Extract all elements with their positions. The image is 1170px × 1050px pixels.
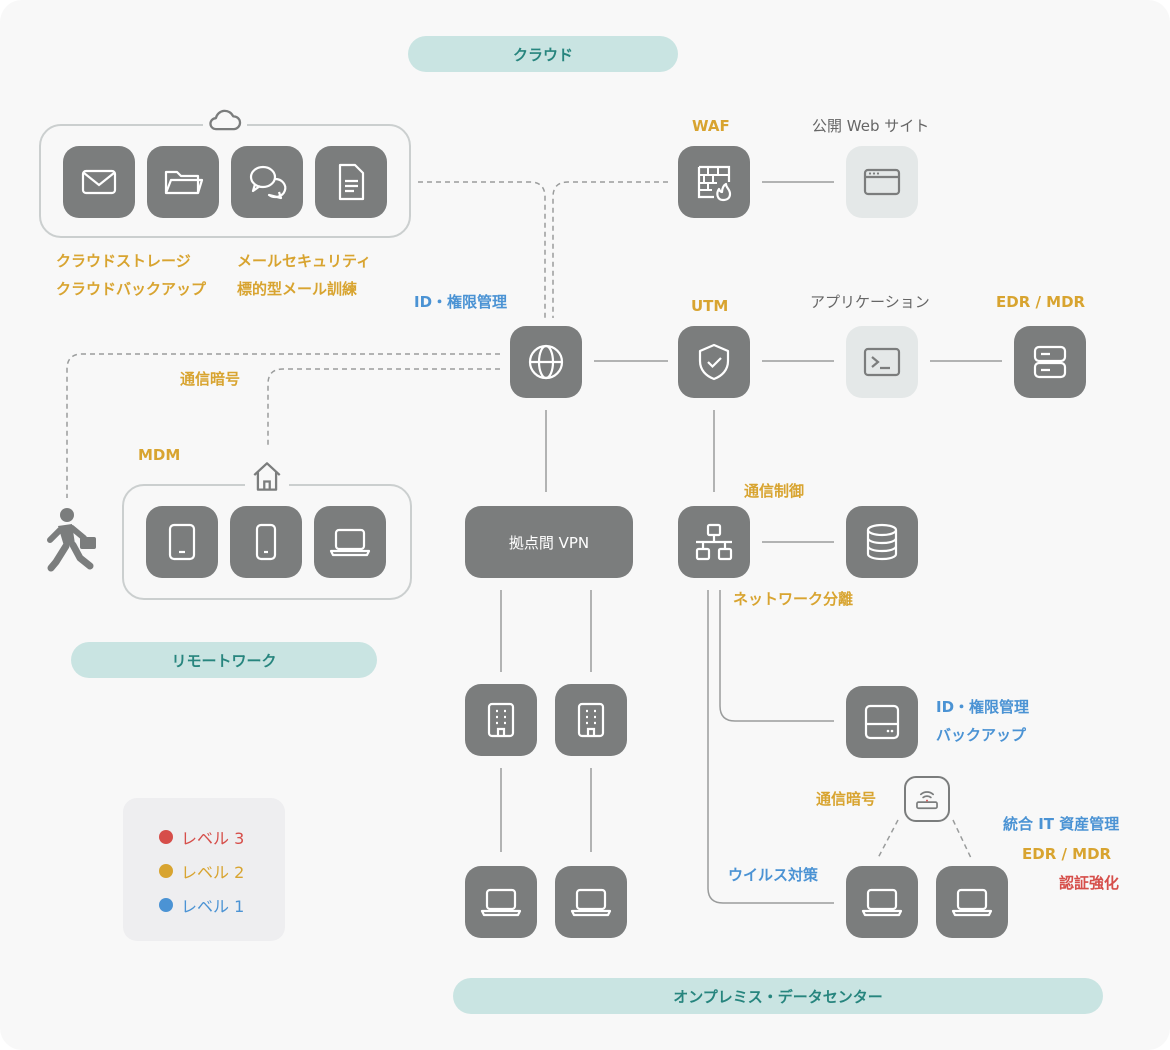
chat-icon (249, 165, 287, 200)
firewall-icon (697, 165, 732, 202)
server-icon (1033, 345, 1067, 379)
wifi-router-node[interactable] (904, 776, 950, 822)
label-encryption-remote: 通信暗号 (180, 370, 241, 388)
section-remote-work: リモートワーク (71, 642, 377, 678)
section-onpremise: オンプレミス・データセンター (453, 978, 1103, 1014)
label-antivirus: ウイルス対策 (728, 866, 819, 884)
legend-dot (159, 830, 173, 844)
document-node[interactable] (315, 146, 387, 218)
waf-node[interactable] (678, 146, 750, 218)
label-waf: WAF (692, 117, 730, 135)
website-node[interactable] (846, 146, 918, 218)
browser-window-icon (863, 168, 901, 196)
section-cloud: クラウド (408, 36, 678, 72)
label-cloud-backup: クラウドバックアップ (56, 280, 207, 298)
site-vpn-node[interactable]: 拠点間 VPN (465, 506, 633, 578)
legend-item-level3: レベル 3 (159, 825, 244, 849)
label-mdm: MDM (138, 446, 181, 464)
label-backup-right: バックアップ (936, 726, 1027, 744)
label-edr-mdr-top: EDR / MDR (996, 293, 1086, 311)
laptop-remote-node[interactable] (314, 506, 386, 578)
tablet-icon (168, 523, 196, 561)
building-icon (577, 702, 605, 738)
network-switch-node[interactable] (678, 506, 750, 578)
office-laptop-2[interactable] (936, 866, 1008, 938)
dashed-cloud-to-router (418, 181, 546, 318)
label-application: アプリケーション (810, 293, 930, 311)
dashed-waf-to-router (552, 181, 668, 318)
label-public-website: 公開 Web サイト (812, 117, 930, 135)
line-switch-laptop (707, 590, 834, 904)
laptop-icon (861, 888, 903, 917)
label-targeted-mail: 標的型メール訓練 (237, 280, 358, 298)
shield-icon (698, 343, 730, 381)
dashed-router-to-remote-worker (66, 353, 500, 498)
cloud-icon (203, 98, 247, 142)
building-icon (487, 702, 515, 738)
dashed-wifi-left (877, 819, 899, 859)
wifi-router-icon (916, 791, 938, 810)
home-icon (245, 454, 289, 498)
label-edr-mdr-bottom: EDR / MDR (1022, 845, 1112, 863)
internet-node[interactable] (510, 326, 582, 398)
application-node[interactable] (846, 326, 918, 398)
dashed-wifi-right (952, 819, 972, 859)
globe-icon (528, 344, 564, 380)
legend-dot (159, 898, 173, 912)
document-icon (338, 163, 365, 201)
branch-laptop-1[interactable] (465, 866, 537, 938)
hard-drive-icon (864, 704, 900, 740)
label-id-access-top: ID・権限管理 (414, 293, 508, 311)
legend-item-level1: レベル 1 (159, 893, 244, 917)
label-cloud-storage: クラウドストレージ (56, 252, 191, 270)
label-comm-control: 通信制御 (744, 482, 805, 500)
remote-worker-icon (42, 506, 100, 576)
legend-label: レベル 1 (181, 897, 245, 916)
label-id-access-right: ID・権限管理 (936, 698, 1030, 716)
dashed-router-to-home (267, 368, 500, 446)
tablet-node[interactable] (146, 506, 218, 578)
label-network-segmentation: ネットワーク分離 (733, 590, 854, 608)
network-icon (695, 523, 733, 561)
database-icon (866, 523, 898, 561)
branch-laptop-2[interactable] (555, 866, 627, 938)
legend-label: レベル 3 (181, 829, 245, 848)
legend: レベル 3 レベル 2 レベル 1 (123, 798, 285, 941)
laptop-icon (951, 888, 993, 917)
database-node[interactable] (846, 506, 918, 578)
legend-dot (159, 864, 173, 878)
office-laptop-1[interactable] (846, 866, 918, 938)
label-it-asset: 統合 IT 資産管理 (1003, 815, 1120, 833)
smartphone-node[interactable] (230, 506, 302, 578)
legend-label: レベル 2 (181, 863, 245, 882)
label-auth-strengthen: 認証強化 (1059, 874, 1120, 892)
mail-icon (81, 169, 117, 195)
terminal-icon (863, 347, 901, 377)
utm-node[interactable] (678, 326, 750, 398)
label-encryption-lower: 通信暗号 (816, 790, 877, 808)
edr-server-node[interactable] (1014, 326, 1086, 398)
label-mail-security: メールセキュリティ (237, 252, 372, 270)
laptop-icon (329, 528, 371, 557)
line-switch-server (719, 590, 834, 722)
laptop-icon (570, 888, 612, 917)
folder-icon (164, 170, 204, 195)
branch-building-1[interactable] (465, 684, 537, 756)
chat-node[interactable] (231, 146, 303, 218)
folder-node[interactable] (147, 146, 219, 218)
label-utm: UTM (691, 297, 729, 315)
legend-item-level2: レベル 2 (159, 859, 244, 883)
mail-node[interactable] (63, 146, 135, 218)
smartphone-icon (255, 523, 277, 561)
storage-server-node[interactable] (846, 686, 918, 758)
branch-building-2[interactable] (555, 684, 627, 756)
laptop-icon (480, 888, 522, 917)
